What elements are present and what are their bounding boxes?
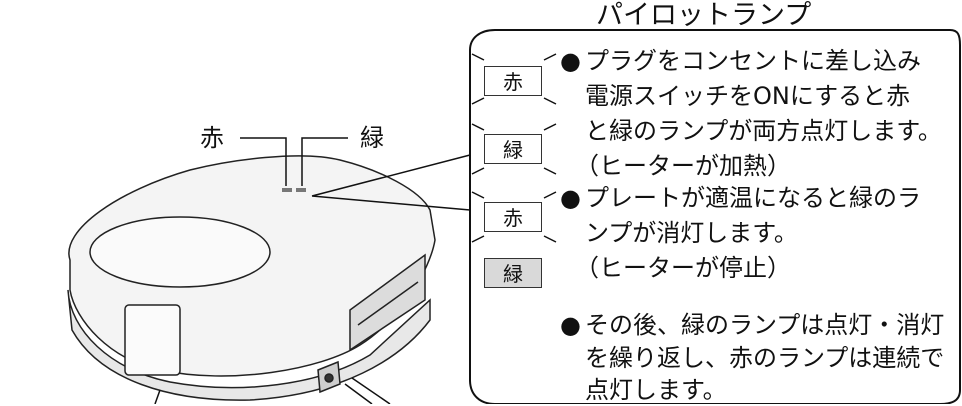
green-lamp <box>296 188 306 192</box>
switch-dot <box>324 373 334 383</box>
vent-slot <box>357 281 419 326</box>
lamp1-glow <box>471 53 557 105</box>
callout-panel-border <box>469 29 961 404</box>
line-4: （ヒーターが加熱） <box>575 152 791 180</box>
indicator-box-green-1: 緑 <box>484 134 542 164</box>
label-green: 緑 <box>360 124 384 152</box>
label-red: 赤 <box>200 124 224 152</box>
bullet-2: ● <box>560 184 581 212</box>
line-5: プレートが適温になると緑のラ <box>585 184 921 212</box>
bottom-leader-left <box>154 389 161 404</box>
callout-pointer <box>311 154 471 211</box>
indicator-box-green-off: 緑 <box>484 258 542 288</box>
sandwich-maker <box>67 155 436 401</box>
lamp3-glow <box>471 191 557 243</box>
line-7: （ヒーターが停止） <box>575 254 791 282</box>
indicator-box-red-1: 赤 <box>484 66 542 96</box>
lid-recess <box>89 216 271 288</box>
red-leader-line <box>240 137 287 186</box>
bullet-1: ● <box>560 47 581 75</box>
line-10: 点灯します。 <box>585 376 727 404</box>
line-1: プラグをコンセントに差し込み <box>585 47 921 75</box>
line-6: ンプが消灯します。 <box>585 219 798 247</box>
line-9: を繰り返し、赤のランプは連続で <box>585 344 945 372</box>
red-lamp <box>282 188 292 192</box>
bottom-leader-right <box>344 377 391 404</box>
line-8: その後、緑のランプは点灯・消灯 <box>585 311 945 339</box>
lid-latch <box>124 304 181 376</box>
green-leader-line <box>301 137 348 186</box>
line-3: と緑のランプが両方点灯します。 <box>585 117 942 145</box>
appliance-side-vent <box>349 253 426 352</box>
panel-title: パイロットランプ <box>590 2 818 29</box>
indicator-box-red-2: 赤 <box>484 202 542 232</box>
line-2: 電源スイッチをONにすると赤 <box>585 82 911 110</box>
bullet-3: ● <box>560 311 581 339</box>
lamp2-glow <box>471 123 557 175</box>
